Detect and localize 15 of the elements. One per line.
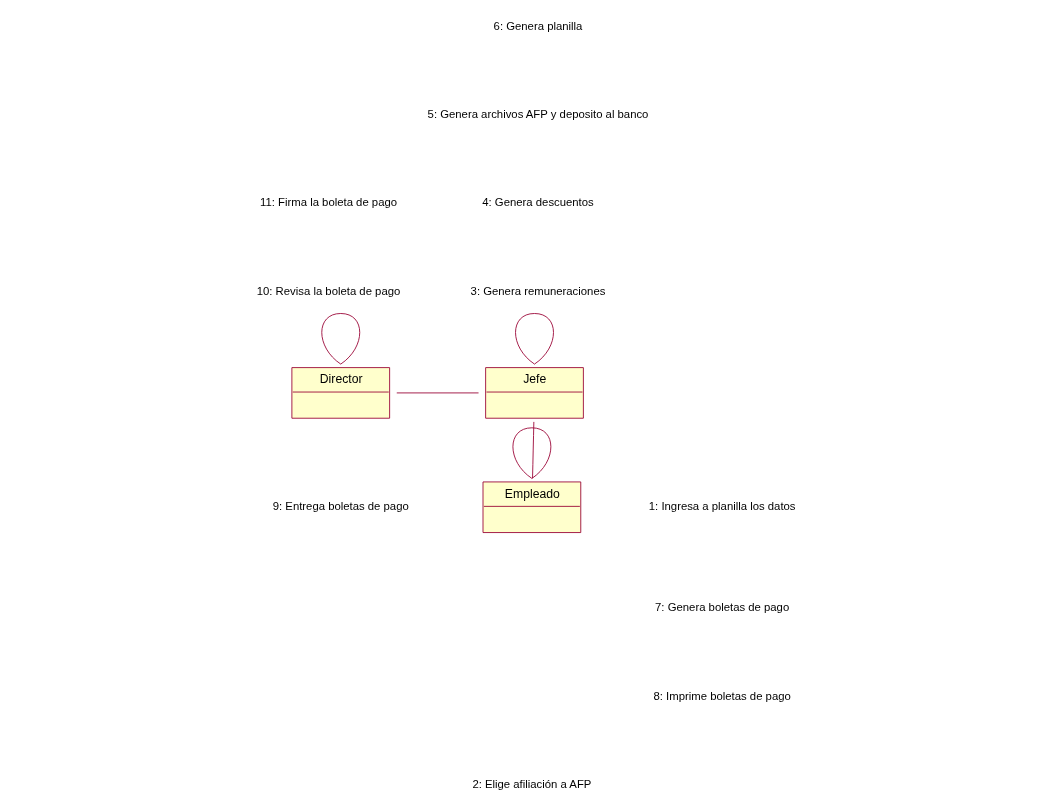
label: 7: Genera boletas de pago	[654, 601, 789, 614]
connector	[531, 421, 534, 479]
connector	[514, 313, 554, 365]
label: 10: Revisa la boleta de pago	[256, 284, 400, 297]
label: 1: Ingresa a planilla los datos	[648, 500, 796, 513]
label: 4: Genera descuentos	[481, 196, 594, 209]
label: 5: Genera archivos AFP y deposito al banco	[427, 108, 648, 121]
label: 3: Genera remuneraciones	[470, 284, 605, 297]
label: 9: Entrega boletas de pago	[272, 500, 409, 513]
connector	[320, 313, 360, 365]
label: 11: Firma la boleta de pago	[259, 196, 397, 209]
connector	[511, 427, 551, 479]
label: 2: Elige afiliación a AFP	[471, 777, 591, 790]
label: 8: Imprime boletas de pago	[653, 689, 791, 702]
label: 6: Genera planilla	[493, 20, 582, 33]
